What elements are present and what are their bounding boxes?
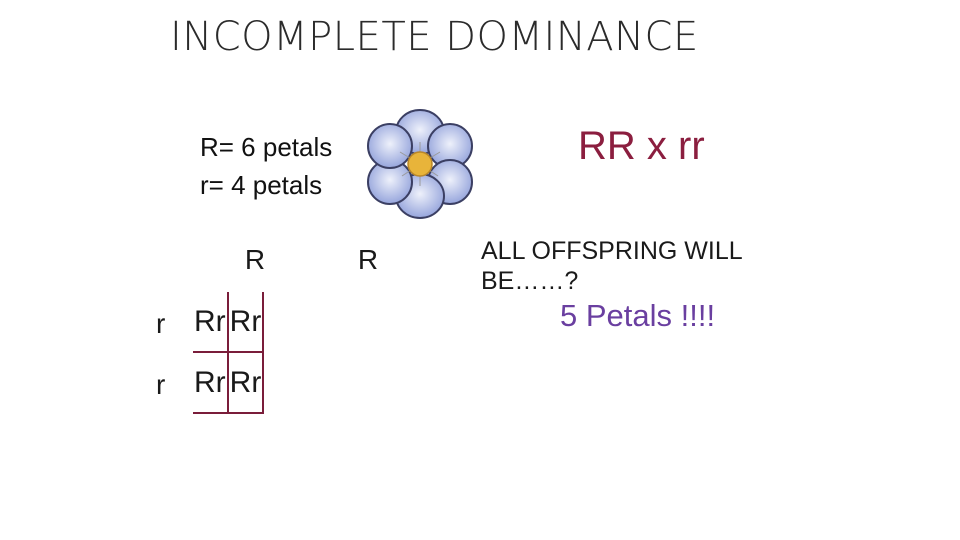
- allele-key: R= 6 petals r= 4 petals: [200, 128, 360, 204]
- punnett-cell: Rr: [228, 352, 264, 413]
- punnett-grid: Rr Rr Rr Rr: [193, 292, 264, 414]
- offspring-question: ALL OFFSPRING WILL BE……?: [481, 236, 811, 296]
- offspring-answer: 5 Petals !!!!: [560, 298, 715, 334]
- punnett-cell: Rr: [193, 292, 228, 352]
- col-header-2: R: [333, 244, 403, 276]
- row-header-1: r: [156, 308, 165, 340]
- row-header-2: r: [156, 369, 165, 401]
- punnett-cell: Rr: [228, 292, 264, 352]
- flower-icon: [360, 102, 480, 227]
- col-header-1: R: [220, 244, 290, 276]
- cross-label: RR x rr: [578, 124, 705, 169]
- punnett-cell: Rr: [193, 352, 228, 413]
- key-line-recessive: r= 4 petals: [200, 166, 360, 204]
- page-title: INCOMPLETE DOMINANCE: [170, 14, 699, 60]
- key-line-dominant: R= 6 petals: [200, 128, 360, 166]
